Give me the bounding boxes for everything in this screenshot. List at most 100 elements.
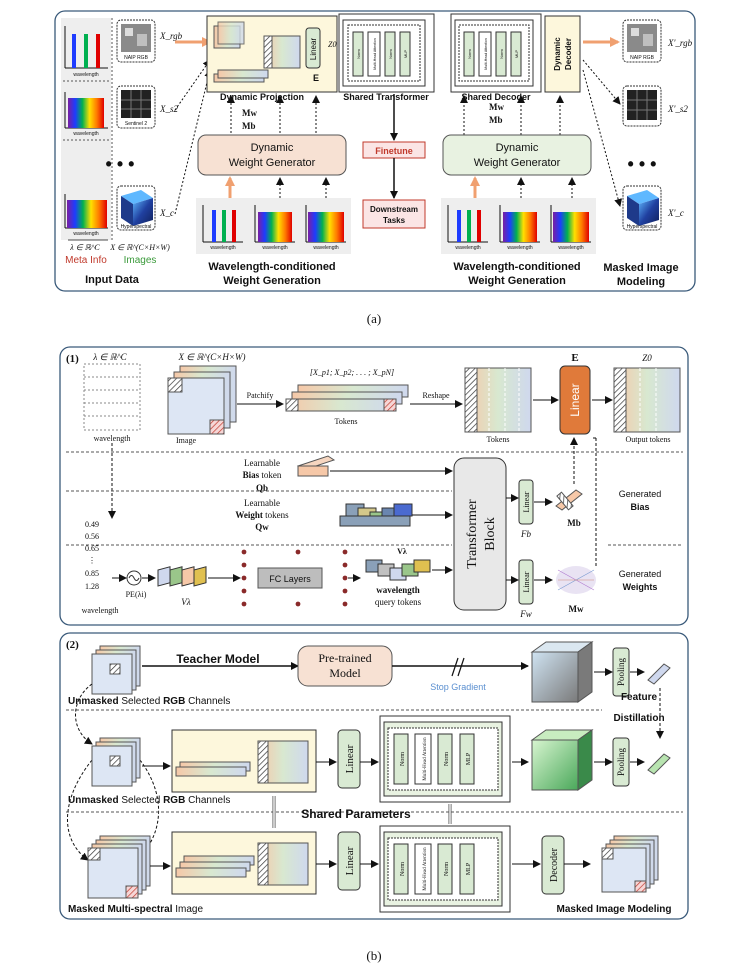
mlp-label: MLP — [466, 752, 472, 765]
mb-label: Mb — [242, 121, 256, 131]
dynamic-decoder-label-1: Dynamic — [553, 37, 562, 71]
bias-token-label: Bias token — [243, 470, 282, 480]
sentinel-label: Sentinel 2 — [125, 121, 147, 127]
image-stack: Image — [167, 365, 237, 445]
pe-node: PE(λi) — [126, 570, 147, 599]
x-dim-label: X ∈ ℝ^(C×H×W) — [178, 352, 246, 362]
wavelength-label: wavelength — [210, 245, 236, 251]
shared-transformer-block: Norm Multi-Head Attention Norm MLP Share… — [338, 13, 435, 102]
fb-label: Fb — [520, 529, 531, 539]
wavelength-label: wavelength — [313, 245, 339, 251]
tokens-stack: Tokens — [285, 384, 409, 426]
norm-label: Norm — [400, 862, 406, 876]
image-label: Image — [176, 436, 196, 445]
masked-input-stack — [87, 835, 151, 899]
finetune-box: Finetune — [362, 141, 426, 159]
hyperspectral-thumbnail: Hyperspectral — [116, 185, 156, 231]
wavelength-label: wavelength — [73, 231, 99, 237]
mlp-label: MLP — [514, 50, 519, 59]
sentinel-thumbnail: Sentinel 2 — [116, 85, 156, 129]
mlp-label: MLP — [403, 50, 408, 59]
dynamic-weight-generator-left: Dynamic Weight Generator — [197, 134, 347, 176]
pretrained-label-2: Model — [329, 666, 361, 680]
transformer-block: Transformer Block — [453, 457, 507, 611]
dwg-label-1: Dynamic — [496, 142, 539, 154]
norm-label: Norm — [444, 752, 450, 766]
linear-label: Linear — [522, 571, 531, 592]
x-rgb-label: X_rgb — [159, 31, 183, 41]
output-tokens-label: Output tokens — [625, 435, 670, 444]
generated-label: Generated — [619, 569, 662, 579]
wcwg-left-1: Wavelength-conditioned — [208, 261, 335, 273]
qb-label: Qb — [256, 483, 268, 493]
tokens-sequence-label: [X_p1; X_p2; . . . ; X_pN] — [310, 368, 394, 377]
weight-tokens — [339, 503, 413, 527]
mb-token: Mb — [555, 489, 583, 528]
dynamic-projection-block: Linear E Z0 Dynamic Projection — [206, 15, 338, 102]
mw-label: Mw — [242, 108, 257, 118]
tokens-label: Tokens — [487, 435, 510, 444]
wavelength-label: wavelength — [507, 245, 533, 251]
dwg-label-2: Weight Generator — [229, 157, 316, 169]
linear-bias-block: Linear Fb — [518, 479, 534, 539]
reconstructed-image-stack — [601, 835, 659, 893]
output-tokens: Output tokens — [613, 367, 681, 444]
mim-label: Masked Image Modeling — [556, 904, 671, 915]
linear-label: Linear — [344, 846, 356, 875]
weight-tokens-label: Weight tokens — [235, 510, 289, 520]
transformer-label-1: Transformer — [465, 499, 480, 569]
wavelength-label: wavelength — [82, 606, 119, 615]
spectrum-plot-rgb: wavelength — [64, 26, 108, 78]
output-sentinel-thumbnail — [622, 85, 662, 127]
teacher-feature-cube — [530, 641, 594, 703]
learnable-label: Learnable — [244, 498, 280, 508]
mim-label-2: Modeling — [617, 276, 665, 288]
transformer-label-2: Block — [483, 517, 498, 550]
shared-decoder-label: Shared Decoder — [461, 92, 531, 102]
mha-label: Multi-Head Attention — [484, 38, 488, 70]
naip-rgb-thumbnail: NAIP RGB — [116, 19, 156, 63]
mb-label: Mb — [567, 518, 581, 528]
wcwg-left-2: Weight Generation — [223, 275, 321, 287]
linear-label: Linear — [568, 383, 582, 416]
ellipsis: • • • — [106, 154, 135, 174]
pretrained-model-box: Pre-trained Model — [297, 645, 393, 687]
mha-label: Multi-Head Attention — [373, 38, 377, 70]
e-label: E — [313, 73, 319, 83]
mw-weights: Mw — [556, 566, 596, 614]
input-data-label: Input Data — [85, 274, 140, 286]
mha-label: Multi-Head Attention — [423, 737, 428, 781]
masked-multispectral-label: Masked Multi-spectral Image — [68, 904, 203, 915]
wl-value: 0.85 — [85, 569, 99, 578]
mlp-label: MLP — [466, 862, 472, 875]
xp-c-label: X'_c — [667, 208, 684, 218]
wavelength-query-label-1: wavelength — [376, 585, 420, 595]
wavelength-label: wavelength — [455, 245, 481, 251]
wavelength-label: wavelength — [558, 245, 584, 251]
wavelength-stack: wavelength — [83, 363, 141, 443]
wavelength-query-tokens: wavelength query tokens — [365, 559, 431, 607]
dwg-label-1: Dynamic — [251, 142, 294, 154]
projection-block-unmasked — [171, 729, 317, 793]
shared-transformer-label: Shared Transformer — [343, 92, 429, 102]
wl-value: 0.65 — [85, 544, 99, 553]
unmasked-rgb-label-2: Unmasked Selected RGB Channels — [68, 795, 230, 806]
wcwg-right-1: Wavelength-conditioned — [453, 261, 580, 273]
mw-label: Mw — [569, 604, 584, 614]
student-input-stack — [91, 737, 141, 787]
norm-label: Norm — [444, 862, 450, 876]
caption-a: (a) — [367, 311, 381, 326]
feature-label-1: Feature — [621, 692, 658, 703]
panel-b1: (1) λ ∈ ℝ^C X ∈ ℝ^(C×H×W) wavelength Ima… — [59, 346, 689, 626]
wl-value: 1.28 — [85, 582, 99, 591]
x-s2-label: X_s2 — [159, 104, 179, 114]
pooling-label: Pooling — [616, 748, 626, 777]
teacher-input-stack — [91, 645, 141, 695]
x-dim-label: X ∈ ℝ^(C×H×W) — [109, 243, 170, 252]
linear-orange-block[interactable]: Linear — [559, 365, 591, 435]
wavelength-label: wavelength — [94, 434, 131, 443]
fc-layers-label: FC Layers — [269, 574, 311, 584]
x-c-label: X_c — [159, 208, 174, 218]
teacher-model-label: Teacher Model — [176, 652, 259, 666]
shared-parameters-label: Shared Parameters — [301, 807, 411, 821]
